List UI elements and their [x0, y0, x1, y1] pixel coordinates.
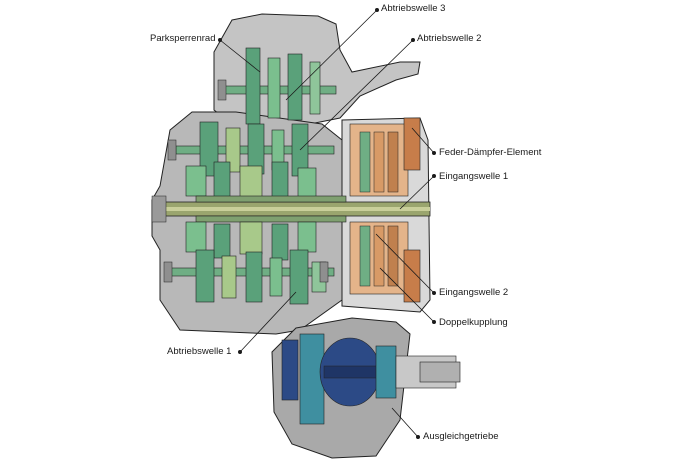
input-shaft-1-core [164, 207, 430, 211]
label-dual-clutch: Doppelkupplung [439, 317, 508, 328]
gear [271, 161, 289, 199]
gear [225, 127, 241, 173]
leader-dot [217, 38, 222, 43]
gear [297, 221, 317, 253]
bearing [151, 195, 167, 223]
gear [239, 165, 263, 199]
leader-dot [431, 173, 436, 178]
clutch-pack [359, 225, 371, 287]
gear [309, 61, 321, 115]
diff-gear [375, 345, 397, 399]
clutch-pack [373, 225, 385, 287]
label-output-shaft-1: Abtriebswelle 1 [167, 346, 232, 357]
clutch-pack [359, 131, 371, 193]
gear-sets [151, 47, 431, 305]
label-output-shaft-3: Abtriebswelle 3 [381, 3, 446, 14]
gear [185, 221, 207, 253]
differential-assembly [281, 333, 461, 425]
bearing [167, 139, 177, 161]
leader-dot [431, 319, 436, 324]
leader-dot [410, 38, 415, 43]
spring-damper-element [403, 117, 421, 171]
gear [213, 161, 231, 199]
leader-line [379, 267, 435, 323]
gear [287, 53, 303, 121]
leader-dot [374, 7, 379, 12]
gear [245, 251, 263, 303]
leader-line [285, 9, 378, 101]
leader-dot [415, 434, 420, 439]
input-shaft-2 [195, 195, 347, 203]
leader-line [239, 291, 297, 353]
label-differential: Ausgleichgetriebe [423, 431, 499, 442]
leader-line [391, 407, 419, 438]
drive-shaft [419, 361, 461, 383]
spring-damper-element [403, 249, 421, 303]
gear [199, 121, 219, 177]
diff-cross [323, 365, 385, 379]
gear [269, 257, 283, 297]
clutch-pack [373, 131, 385, 193]
gear [289, 249, 309, 305]
bearing [163, 261, 173, 283]
label-spring-damper: Feder-Dämpfer-Element [439, 147, 542, 158]
gear [213, 223, 231, 259]
leader-dot [431, 290, 436, 295]
gear [195, 249, 215, 303]
label-park-lock-gear: Parksperrenrad [150, 33, 216, 44]
gear [239, 221, 263, 255]
diff-flange [281, 339, 299, 401]
gear [185, 165, 207, 197]
gear [221, 255, 237, 299]
gear [297, 167, 317, 199]
leader-dot [431, 150, 436, 155]
label-input-shaft-2: Eingangswelle 2 [439, 287, 509, 298]
gear [267, 57, 281, 119]
dual-clutch-assembly [349, 117, 421, 303]
leader-lines [217, 7, 436, 439]
label-input-shaft-1: Eingangswelle 1 [439, 171, 509, 182]
input-shaft-2-lower [195, 215, 347, 223]
leader-line [299, 39, 414, 151]
diff-gear [299, 333, 325, 425]
label-output-shaft-2: Abtriebswelle 2 [417, 33, 482, 44]
gear [245, 47, 261, 125]
leader-line [375, 233, 435, 294]
bearing [319, 261, 329, 283]
bearing [217, 79, 227, 101]
leader-line [219, 39, 261, 73]
gear [271, 223, 289, 261]
leader-line [411, 127, 435, 154]
clutch-pack [387, 131, 399, 193]
leader-dot [237, 349, 242, 354]
leader-line [399, 175, 435, 210]
